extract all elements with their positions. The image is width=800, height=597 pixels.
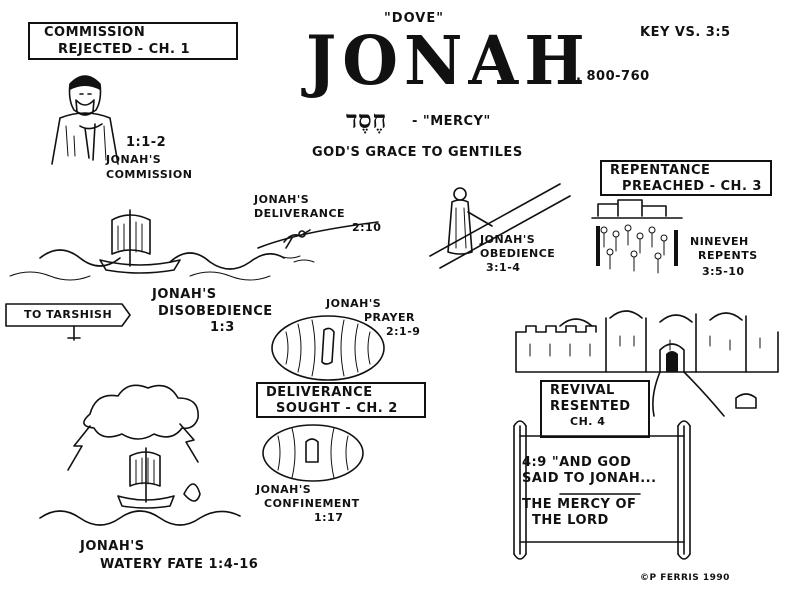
nineveh-label-line1: NINEVEH bbox=[690, 235, 749, 248]
obedience-ref: 3:1-4 bbox=[486, 261, 521, 274]
scroll-drawing bbox=[513, 420, 691, 560]
storm-scene-drawing bbox=[39, 384, 241, 526]
copyright-notice: ©P FERRIS 1990 bbox=[640, 573, 730, 583]
chapter4-title-line3: CH. 4 bbox=[570, 415, 606, 428]
chapter3-title-line1: REPENTANCE bbox=[610, 163, 711, 178]
tarshish-sign-drawing bbox=[5, 303, 131, 341]
key-verse: KEY VS. 3:5 bbox=[640, 25, 731, 40]
deliverance-label-line1: JONAH'S bbox=[254, 193, 310, 206]
scroll-line3: THE MERCY OF bbox=[522, 497, 637, 512]
chapter1-title-line1: COMMISSION bbox=[44, 25, 146, 40]
jonah-walking-drawing bbox=[429, 183, 571, 269]
chapter3-box: REPENTANCE PREACHED - CH. 3 bbox=[600, 160, 772, 196]
nineveh-city-drawing bbox=[515, 310, 779, 417]
tarshish-sign-label: TO TARSHISH bbox=[24, 308, 113, 321]
ship-on-waves-drawing bbox=[9, 209, 285, 281]
deliverance-label-line2: DELIVERANCE bbox=[254, 207, 346, 220]
scroll-line1: 4:9 "AND GOD bbox=[522, 455, 632, 470]
nineveh-ref: 3:5-10 bbox=[702, 265, 745, 278]
confinement-label-line1: JONAH'S bbox=[256, 483, 312, 496]
commission-ref: 1:1-2 bbox=[126, 135, 167, 150]
commission-label-line1: JONAH'S bbox=[106, 153, 162, 166]
chapter1-box: COMMISSION REJECTED - CH. 1 bbox=[28, 22, 238, 60]
jonah-in-fish-drawing bbox=[271, 315, 385, 381]
obedience-label-line1: JONAH'S bbox=[480, 233, 536, 246]
hebrew-word: חֶסֶד bbox=[346, 105, 387, 134]
watery-fate-label-line1: JONAH'S bbox=[80, 539, 145, 554]
jonah-portrait-drawing bbox=[51, 75, 119, 165]
prayer-ref: 2:1-9 bbox=[386, 325, 421, 338]
chapter4-title-line1: REVIVAL bbox=[550, 383, 615, 398]
obedience-label-line2: OBEDIENCE bbox=[480, 247, 556, 260]
prayer-label-line1: JONAH'S bbox=[326, 297, 382, 310]
nineveh-crowd-drawing bbox=[591, 199, 683, 274]
chapter2-box: DELIVERANCE SOUGHT - CH. 2 bbox=[256, 382, 426, 418]
watery-fate-label-line2: WATERY FATE 1:4-16 bbox=[100, 557, 259, 572]
chapter3-title-line2: PREACHED - CH. 3 bbox=[622, 179, 762, 194]
book-theme: GOD'S GRACE TO GENTILES bbox=[312, 145, 523, 160]
scroll-line2: SAID TO JONAH... bbox=[522, 471, 657, 486]
disobedience-ref: 1:3 bbox=[210, 320, 235, 335]
scroll-line4: THE LORD bbox=[532, 513, 609, 528]
jonah-on-shore-drawing bbox=[257, 221, 379, 263]
chapter4-box: REVIVAL RESENTED CH. 4 bbox=[540, 380, 650, 438]
title-nickname: "Dove" bbox=[384, 11, 444, 26]
date-range: c. 800-760 bbox=[566, 69, 650, 84]
chapter2-title-line1: DELIVERANCE bbox=[266, 385, 373, 400]
confinement-label-line2: CONFINEMENT bbox=[264, 497, 360, 510]
book-title: JONAH bbox=[306, 22, 591, 101]
disobedience-label-line1: JONAH'S bbox=[152, 287, 217, 302]
commission-label-line2: COMMISSION bbox=[106, 168, 193, 181]
nineveh-label-line2: REPENTS bbox=[698, 249, 758, 262]
jonah-confined-drawing bbox=[262, 424, 364, 482]
prayer-label-line2: PRAYER bbox=[364, 311, 415, 324]
confinement-ref: 1:17 bbox=[314, 511, 344, 524]
disobedience-label-line2: DISOBEDIENCE bbox=[158, 304, 273, 319]
chapter4-title-line2: RESENTED bbox=[550, 399, 631, 414]
hebrew-meaning: - "MERCY" bbox=[412, 114, 491, 129]
chapter1-title-line2: REJECTED - CH. 1 bbox=[58, 42, 191, 57]
deliverance-ref: 2:10 bbox=[352, 221, 382, 234]
chapter2-title-line2: SOUGHT - CH. 2 bbox=[276, 401, 398, 416]
